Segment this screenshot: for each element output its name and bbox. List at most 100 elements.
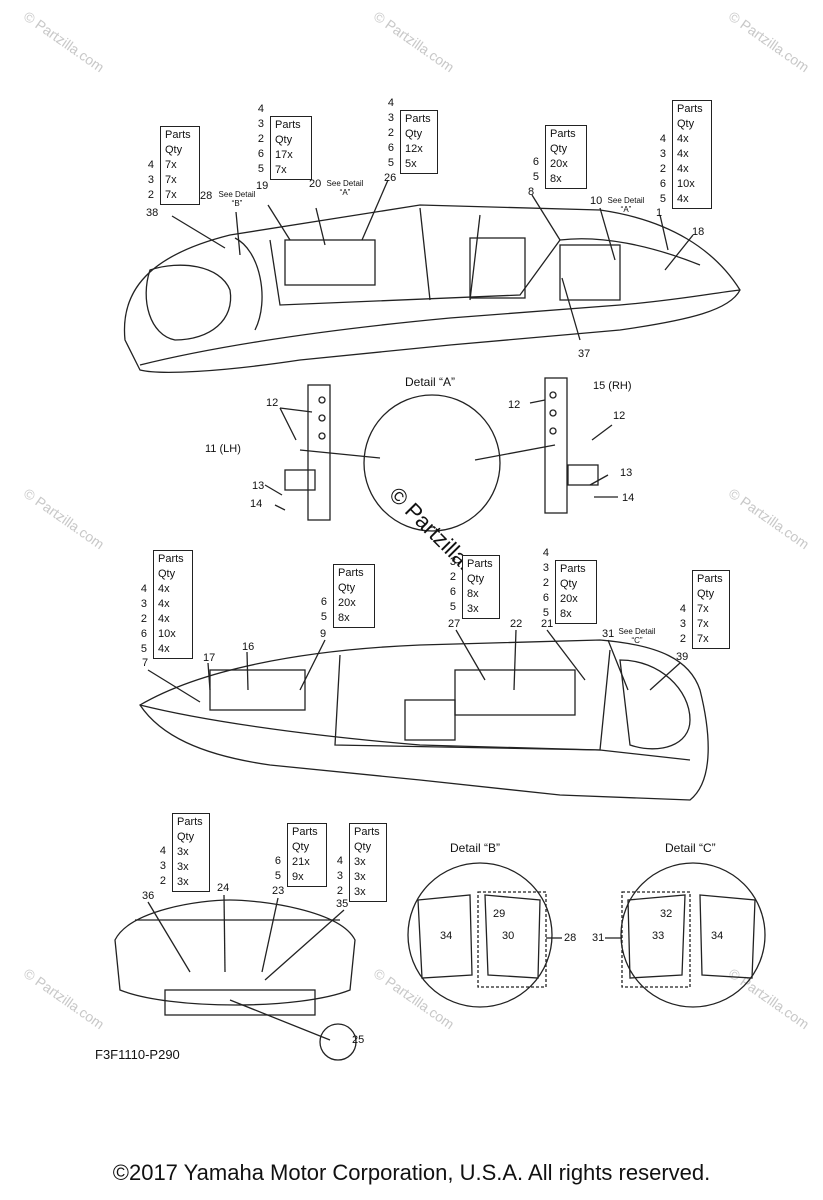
callout-30: 30 xyxy=(502,930,515,942)
qty-header: Qty xyxy=(165,144,183,156)
key: 2 xyxy=(449,571,456,583)
parts-header: Parts xyxy=(560,563,586,575)
callout-31: 31 xyxy=(602,628,615,640)
callout-31-b: 31 xyxy=(592,932,605,944)
qty-value: 21x xyxy=(292,856,310,868)
callout-7: 7 xyxy=(142,657,149,669)
key: 5 xyxy=(320,611,327,623)
callout-34-b: 34 xyxy=(711,930,724,942)
qty-header: Qty xyxy=(177,831,195,843)
detail-c-title: Detail “C” xyxy=(665,841,716,855)
key: 2 xyxy=(257,133,264,145)
callout-12: 12 xyxy=(266,397,279,409)
part-keys: 4 3 2 6 5 xyxy=(380,96,394,171)
callout-38: 38 xyxy=(146,207,159,219)
parts-qty-table-9: Parts Qty 20x 8x xyxy=(555,560,597,624)
callout-23: 23 xyxy=(272,885,285,897)
qty-value: 3x xyxy=(354,886,366,898)
callout-14: 14 xyxy=(250,498,263,510)
qty-value: 3x xyxy=(467,603,479,615)
part-keys: 4 3 2 xyxy=(329,854,343,899)
key: 4 xyxy=(336,855,343,867)
key: 4 xyxy=(542,547,549,559)
callout-27: 27 xyxy=(448,618,461,630)
callout-11-lh: 11 (LH) xyxy=(205,443,241,455)
parts-qty-table-4: Parts Qty 20x 8x xyxy=(545,125,587,189)
key: 5 xyxy=(274,870,281,882)
part-keys: 4 3 2 6 5 xyxy=(535,546,549,621)
detail-a-title: Detail “A” xyxy=(405,375,456,389)
parts-qty-table-6: Parts Qty 4x 4x 4x 10x 4x xyxy=(153,550,193,659)
callout-12-c: 12 xyxy=(613,410,626,422)
qty-value: 7x xyxy=(275,164,287,176)
detail-b-title: Detail “B” xyxy=(450,841,501,855)
callout-28: 28 xyxy=(200,190,213,202)
part-keys: 6 5 xyxy=(313,595,327,625)
key: 5 xyxy=(542,607,549,619)
qty-value: 9x xyxy=(292,871,304,883)
qty-header: Qty xyxy=(467,573,485,585)
see-detail-b: See Detail “B” xyxy=(218,190,256,208)
parts-qty-table-1: Parts Qty 7x 7x 7x xyxy=(160,126,200,205)
copyright-text: ©2017 Yamaha Motor Corporation, U.S.A. A… xyxy=(112,1160,711,1185)
key: 4 xyxy=(659,133,666,145)
callout-37: 37 xyxy=(578,348,591,360)
qty-value: 17x xyxy=(275,149,293,161)
key: 4 xyxy=(257,103,264,115)
key: 4 xyxy=(159,845,166,857)
part-keys: 6 5 xyxy=(267,854,281,884)
key: 3 xyxy=(140,598,147,610)
qty-value: 10x xyxy=(677,178,695,190)
parts-header: Parts xyxy=(697,573,723,585)
bracket-right xyxy=(544,377,599,514)
see-detail-a: See Detail “A” xyxy=(326,179,364,197)
qty-value: 8x xyxy=(467,588,479,600)
qty-value: 4x xyxy=(677,193,689,205)
key: 3 xyxy=(387,112,394,124)
key: 4 xyxy=(140,583,147,595)
qty-header: Qty xyxy=(354,841,372,853)
callout-14-b: 14 xyxy=(622,492,635,504)
qty-value: 20x xyxy=(560,593,578,605)
qty-value: 3x xyxy=(177,846,189,858)
key: 6 xyxy=(659,178,666,190)
diagram-code: F3F1110-P290 xyxy=(95,1047,180,1062)
key: 5 xyxy=(257,163,264,175)
parts-qty-table-8: Parts Qty 8x 3x xyxy=(462,555,500,619)
qty-value: 3x xyxy=(354,856,366,868)
qty-value: 8x xyxy=(560,608,572,620)
callout-1: 1 xyxy=(656,207,663,219)
qty-header: Qty xyxy=(677,118,695,130)
qty-value: 3x xyxy=(354,871,366,883)
parts-header: Parts xyxy=(354,826,380,838)
key: 2 xyxy=(159,875,166,887)
boat-top-view xyxy=(123,204,741,373)
part-keys: 4 3 2 6 5 xyxy=(250,102,264,177)
qty-value: 8x xyxy=(338,612,350,624)
parts-header: Parts xyxy=(292,826,318,838)
qty-value: 3x xyxy=(177,876,189,888)
parts-header: Parts xyxy=(165,129,191,141)
callout-17: 17 xyxy=(203,652,216,664)
parts-qty-table-3: Parts Qty 12x 5x xyxy=(400,110,438,174)
qty-value: 20x xyxy=(550,158,568,170)
key: 2 xyxy=(336,885,343,897)
key: 2 xyxy=(542,577,549,589)
stern-view xyxy=(114,899,356,1006)
key: 3 xyxy=(449,556,456,568)
qty-value: 7x xyxy=(165,159,177,171)
qty-value: 8x xyxy=(550,173,562,185)
key: 5 xyxy=(140,643,147,655)
boat-middle-view xyxy=(139,639,709,801)
key: 2 xyxy=(659,163,666,175)
qty-value: 7x xyxy=(697,603,709,615)
qty-value: 4x xyxy=(677,163,689,175)
qty-value: 7x xyxy=(165,189,177,201)
key: 5 xyxy=(659,193,666,205)
key: 6 xyxy=(542,592,549,604)
callout-13: 13 xyxy=(252,480,265,492)
parts-qty-table-2: Parts Qty 17x 7x xyxy=(270,116,312,180)
callout-12-b: 12 xyxy=(508,399,521,411)
callout-16: 16 xyxy=(242,641,255,653)
